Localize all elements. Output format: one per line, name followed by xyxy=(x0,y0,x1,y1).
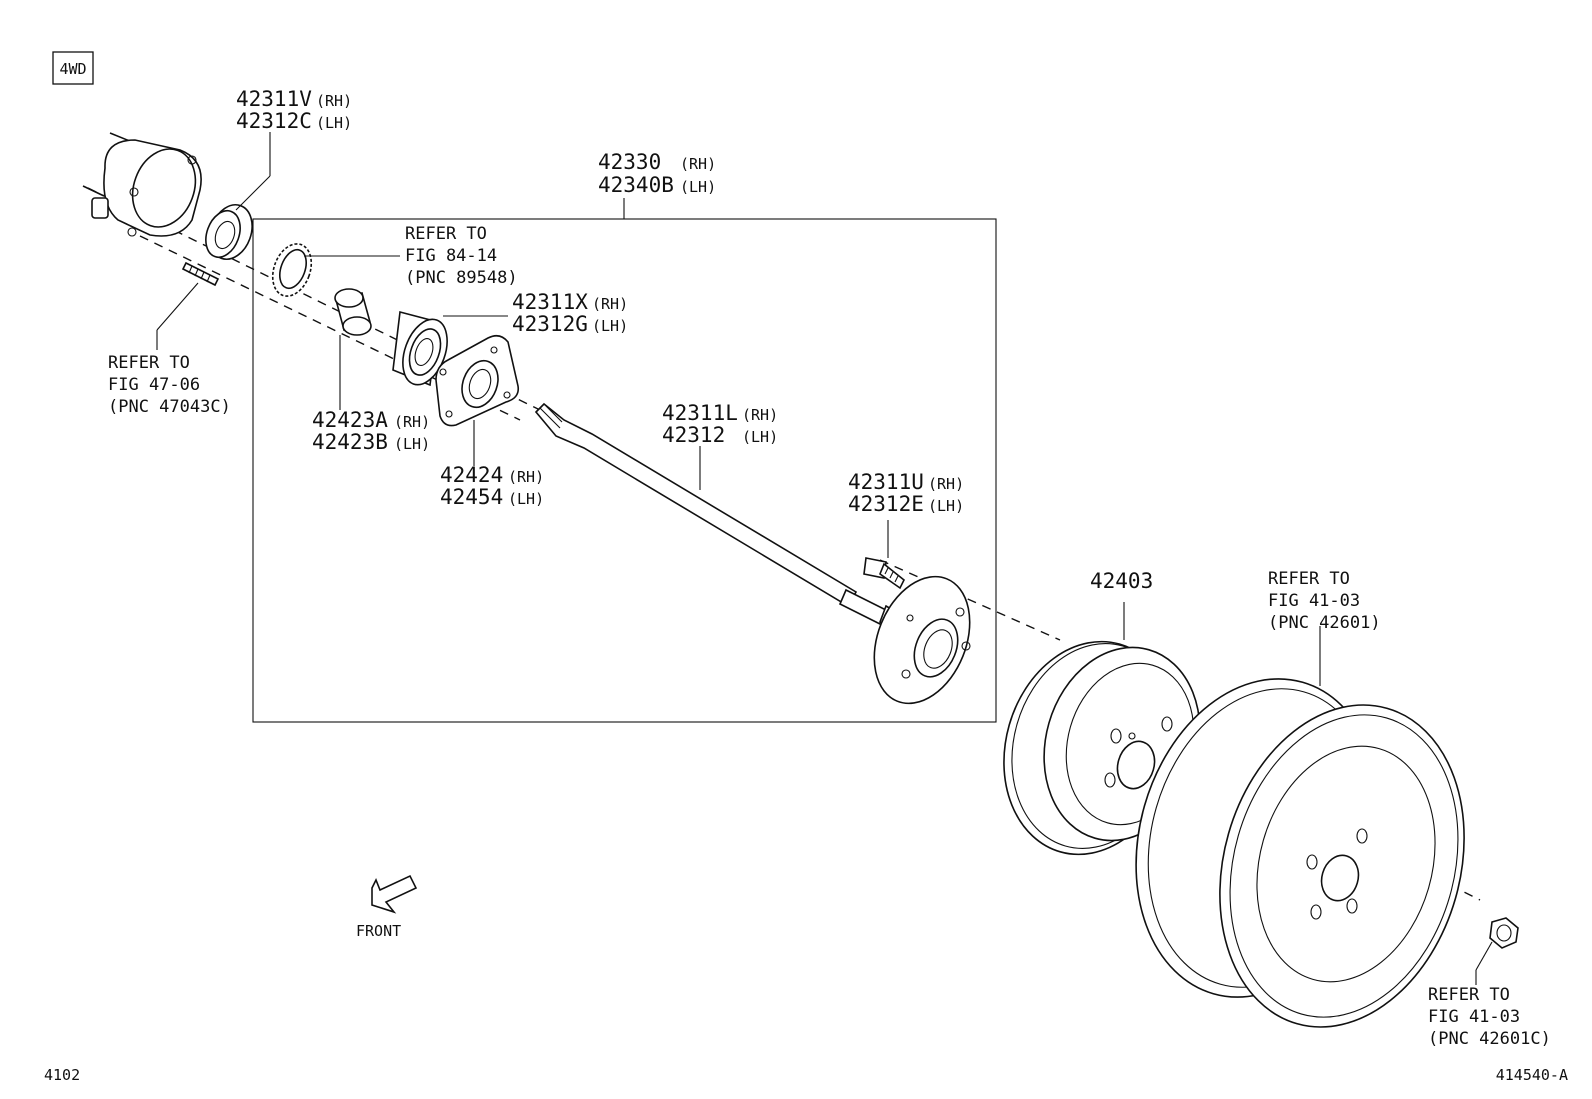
page-number: 4102 xyxy=(44,1066,80,1084)
label-nut-ref: REFER TO FIG 41-03 (PNC 42601C) xyxy=(1428,985,1551,1049)
wheel-rim xyxy=(1135,678,1465,1028)
wheel-stud-left xyxy=(181,261,220,287)
label-42311V: 42311V (RH) 42312C (LH) xyxy=(236,87,352,133)
reference-line: REFER TO xyxy=(1268,569,1350,589)
part-number: 42403 xyxy=(1090,569,1153,593)
part-number: 42312C xyxy=(236,109,312,133)
label-42423A: 42423A (RH) 42423B (LH) xyxy=(312,408,430,454)
part-number: 42311V xyxy=(236,87,312,111)
reference-line: (PNC 47043C) xyxy=(108,397,231,417)
reference-line: (PNC 42601) xyxy=(1268,613,1381,633)
front-direction-arrow: FRONT xyxy=(356,874,418,940)
4wd-badge: 4WD xyxy=(52,51,94,85)
label-42311X: 42311X (RH) 42312G (LH) xyxy=(512,290,628,336)
reference-line: REFER TO xyxy=(1428,985,1510,1005)
side-suffix: (LH) xyxy=(742,428,778,446)
hub-bolt xyxy=(863,557,906,590)
reference-line: FIG 84-14 xyxy=(405,246,497,266)
side-suffix: (LH) xyxy=(928,497,964,515)
side-suffix: (LH) xyxy=(508,490,544,508)
reference-line: REFER TO xyxy=(405,224,487,244)
label-42424: 42424 (RH) 42454 (LH) xyxy=(440,463,544,509)
label-stud-ref-left: REFER TO FIG 47-06 (PNC 47043C) xyxy=(108,353,231,417)
side-suffix: (RH) xyxy=(508,468,544,486)
assembly-centerline xyxy=(87,187,1481,901)
retainer-plate xyxy=(435,334,520,427)
side-suffix: (RH) xyxy=(316,92,352,110)
part-number: 42311L xyxy=(662,401,738,425)
part-number: 42423A xyxy=(312,408,388,432)
abs-rotor-ring xyxy=(271,243,313,297)
label-abs-rotor-ref: REFER TO FIG 84-14 (PNC 89548) xyxy=(405,224,518,288)
side-suffix: (LH) xyxy=(592,317,628,335)
inner-retainer xyxy=(334,288,372,336)
reference-line: (PNC 42601C) xyxy=(1428,1029,1551,1049)
part-number: 42311X xyxy=(512,290,588,314)
hub-nut xyxy=(1489,917,1519,949)
label-42403: 42403 xyxy=(1090,569,1153,593)
axle-shaft xyxy=(534,402,971,705)
side-suffix: (LH) xyxy=(680,178,716,196)
label-42311L: 42311L (RH) 42312 (LH) xyxy=(662,401,778,447)
part-number: 42423B xyxy=(312,430,388,454)
reference-line: FIG 41-03 xyxy=(1428,1007,1520,1027)
bearing-housing xyxy=(82,132,202,237)
badge-text: 4WD xyxy=(59,60,86,78)
oil-seal xyxy=(205,204,253,260)
front-label: FRONT xyxy=(356,922,401,940)
part-number: 42424 xyxy=(440,463,503,487)
part-number: 42312 xyxy=(662,423,725,447)
axle-bearing xyxy=(392,310,448,387)
reference-line: FIG 47-06 xyxy=(108,375,200,395)
part-number: 42312G xyxy=(512,312,588,336)
side-suffix: (RH) xyxy=(592,295,628,313)
side-suffix: (RH) xyxy=(742,406,778,424)
label-42311U: 42311U (RH) 42312E (LH) xyxy=(848,470,964,516)
figure-id: 414540-A xyxy=(1496,1066,1568,1084)
side-suffix: (LH) xyxy=(394,435,430,453)
side-suffix: (RH) xyxy=(394,413,430,431)
side-suffix: (RH) xyxy=(680,155,716,173)
part-number: 42330 xyxy=(598,150,661,174)
reference-line: (PNC 89548) xyxy=(405,268,518,288)
reference-line: REFER TO xyxy=(108,353,190,373)
side-suffix: (RH) xyxy=(928,475,964,493)
reference-line: FIG 41-03 xyxy=(1268,591,1360,611)
part-number: 42340B xyxy=(598,173,674,197)
label-wheel-ref: REFER TO FIG 41-03 (PNC 42601) xyxy=(1268,569,1381,633)
label-42330: 42330 (RH) 42340B (LH) xyxy=(598,150,716,197)
part-number: 42312E xyxy=(848,492,924,516)
part-number: 42311U xyxy=(848,470,924,494)
side-suffix: (LH) xyxy=(316,114,352,132)
part-number: 42454 xyxy=(440,485,503,509)
